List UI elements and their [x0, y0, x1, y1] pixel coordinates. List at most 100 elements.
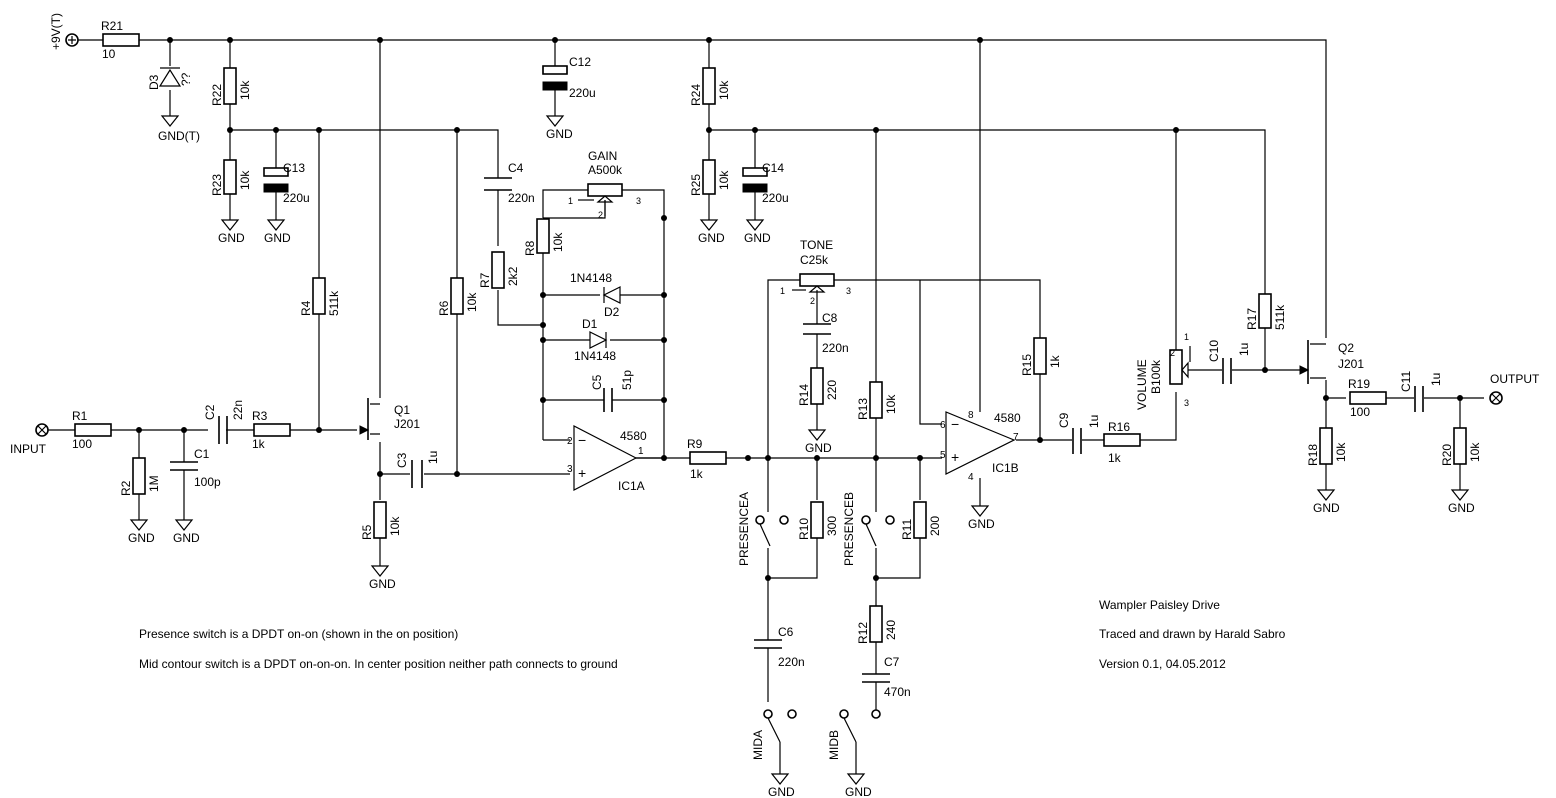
- gnd-r14-label: GND: [805, 441, 832, 455]
- ic1a-name: IC1A: [618, 479, 645, 493]
- c11-value: 1u: [1429, 373, 1443, 386]
- c2-name: C2: [203, 404, 217, 420]
- c10-value: 1u: [1237, 343, 1251, 356]
- svg-text:−: −: [951, 416, 959, 432]
- r14-value: 220: [825, 380, 839, 400]
- r12-name: R12: [856, 622, 870, 644]
- r13-value: 10k: [884, 394, 898, 414]
- gnd-r20-label: GND: [1448, 501, 1475, 515]
- r17-value: 511k: [1273, 304, 1287, 330]
- c11-name: C11: [1399, 371, 1413, 392]
- svg-text:3: 3: [1184, 398, 1189, 408]
- gnd-r18-label: GND: [1313, 501, 1340, 515]
- r25-name: R25: [689, 174, 703, 196]
- c3-value: 1u: [426, 451, 440, 464]
- c7-name: C7: [884, 655, 900, 669]
- tone-value: C25k: [800, 253, 829, 267]
- r11-name: R11: [900, 519, 914, 540]
- gnd-t-label: GND(T): [158, 129, 200, 143]
- c12-value: 220u: [569, 86, 596, 100]
- c4-name: C4: [508, 161, 524, 175]
- r2-value: 1M: [147, 475, 161, 492]
- c14-value: 220u: [762, 191, 789, 205]
- r6-name: R6: [437, 300, 451, 316]
- svg-text:1: 1: [1184, 332, 1189, 342]
- gain-name: GAIN: [588, 149, 617, 163]
- r21-value: 10: [102, 47, 116, 61]
- volume-name: VOLUME: [1135, 359, 1149, 410]
- c12-name: C12: [569, 55, 591, 69]
- d3-name: D3: [147, 74, 161, 90]
- r16-value: 1k: [1108, 451, 1122, 465]
- c13-value: 220u: [283, 191, 310, 205]
- gnd-r23-label: GND: [218, 231, 245, 245]
- pin-numbers: 2 3 1 6 5 7 8 4 1 2 3 1 2 3 1 2 3: [567, 196, 1189, 483]
- r15-value: 1k: [1048, 354, 1062, 368]
- junctions: [136, 37, 1463, 581]
- c1-value: 100p: [194, 475, 221, 489]
- r1-name: R1: [72, 409, 88, 423]
- q2-value: J201: [1338, 357, 1364, 371]
- r21-name: R21: [101, 19, 123, 33]
- r3-name: R3: [252, 409, 268, 423]
- gnd-r5-label: GND: [369, 577, 396, 591]
- gnd-c12-label: GND: [546, 127, 573, 141]
- svg-text:1: 1: [780, 286, 785, 296]
- q2-name: Q2: [1338, 341, 1354, 355]
- r24-name: R24: [689, 84, 703, 106]
- svg-text:2: 2: [810, 296, 815, 306]
- r9-value: 1k: [690, 467, 704, 481]
- r15-name: R15: [1020, 354, 1034, 376]
- mid-note: Mid contour switch is a DPDT on-on-on. I…: [139, 657, 618, 671]
- gnd-mida-label: GND: [768, 785, 795, 798]
- midb-label: MIDB: [827, 730, 841, 760]
- gain-value: A500k: [588, 163, 623, 177]
- svg-text:3: 3: [636, 196, 641, 206]
- svg-text:+: +: [578, 465, 586, 481]
- r17-name: R17: [1245, 308, 1259, 330]
- svg-text:6: 6: [940, 420, 946, 431]
- svg-text:2: 2: [1170, 348, 1175, 358]
- c1-name: C1: [194, 447, 210, 461]
- tone-name: TONE: [800, 238, 833, 252]
- r22-name: R22: [210, 84, 224, 106]
- r18-name: R18: [1306, 444, 1320, 466]
- gnd-c1-label: GND: [173, 531, 200, 545]
- presence-note: Presence switch is a DPDT on-on (shown i…: [139, 627, 459, 641]
- r1-value: 100: [72, 437, 92, 451]
- r5-name: R5: [360, 524, 374, 540]
- d1-name: D1: [582, 317, 598, 331]
- c4-value: 220n: [508, 191, 535, 205]
- c5-value: 51p: [620, 370, 634, 390]
- presencea-label: PRESENCEA: [737, 492, 751, 566]
- mida-label: MIDA: [751, 730, 765, 760]
- r12-value: 240: [884, 620, 898, 640]
- r10-name: R10: [797, 518, 811, 540]
- gnd-r2-label: GND: [128, 531, 155, 545]
- r25-value: 10k: [717, 170, 731, 190]
- q1-value: J201: [394, 417, 420, 431]
- presenceb-label: PRESENCEB: [842, 492, 856, 566]
- r9-name: R9: [687, 437, 703, 451]
- gnd-midb-label: GND: [845, 785, 872, 798]
- r23-name: R23: [210, 174, 224, 196]
- output-label: OUTPUT: [1490, 372, 1540, 386]
- svg-text:1: 1: [568, 196, 573, 206]
- ic1a-value: 4580: [620, 429, 647, 443]
- r23-value: 10k: [238, 170, 252, 190]
- r20-name: R20: [1440, 444, 1454, 466]
- gnd-c13-label: GND: [264, 231, 291, 245]
- svg-text:−: −: [578, 432, 586, 448]
- r3-value: 1k: [252, 437, 266, 451]
- c8-value: 220n: [822, 341, 849, 355]
- d2-name: D2: [604, 305, 620, 319]
- r16-name: R16: [1108, 420, 1130, 434]
- c8-name: C8: [822, 311, 838, 325]
- c9-name: C9: [1057, 412, 1071, 428]
- r22-value: 10k: [238, 80, 252, 100]
- input-label: INPUT: [10, 442, 47, 456]
- volume-value: B100k: [1149, 359, 1163, 394]
- svg-text:5: 5: [940, 450, 946, 461]
- svg-text:3: 3: [846, 286, 851, 296]
